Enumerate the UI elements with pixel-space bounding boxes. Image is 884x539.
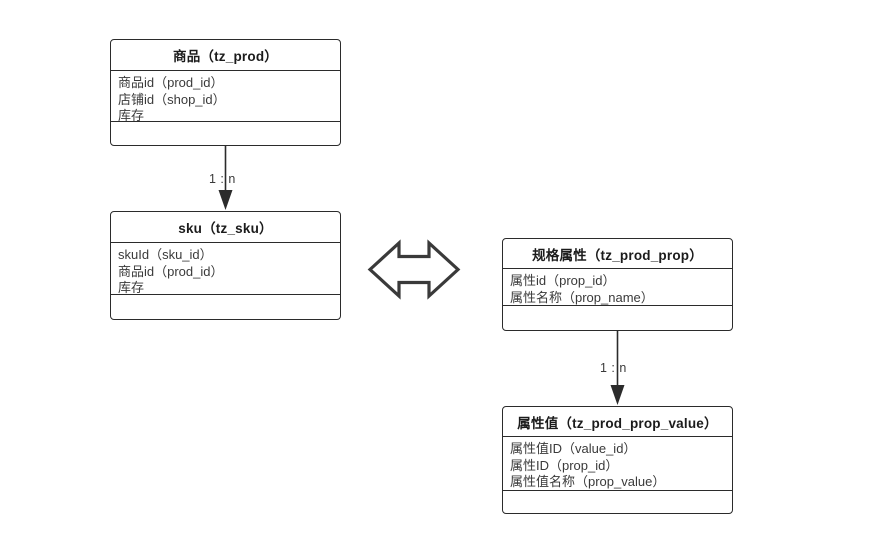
entity-title-tz-prod-prop: 规格属性（tz_prod_prop） [503,239,732,269]
entity-footer-tz-sku [111,295,340,319]
attribute-row: skuId（sku_id） [118,247,213,262]
entity-attributes-tz-sku: skuId（sku_id） 商品id（prod_id） 库存 [111,243,340,295]
connector-prop-to-value [610,331,625,405]
attribute-row: 属性id（prop_id） [510,273,616,288]
entity-tz-prod-prop-value[interactable]: 属性值（tz_prod_prop_value） 属性值ID（value_id） … [502,406,733,514]
entity-footer-tz-prod [111,122,340,145]
attribute-row: 库存 [118,280,145,295]
attribute-row: 属性ID（prop_id） [510,457,619,473]
connector-prod-to-sku [218,146,233,210]
entity-title-tz-prod: 商品（tz_prod） [111,40,340,71]
attribute-row: 商品id（prod_id） [118,75,224,90]
attribute-row: 店铺id（shop_id） [118,91,226,107]
entity-tz-prod[interactable]: 商品（tz_prod） 商品id（prod_id） 店铺id（shop_id） … [110,39,341,146]
entity-footer-tz-prod-prop [503,306,732,330]
relationship-label-prop-to-value: 1 : n [600,361,627,375]
attribute-row: 属性值ID（value_id） [510,441,637,456]
entity-tz-sku[interactable]: sku（tz_sku） skuId（sku_id） 商品id（prod_id） … [110,211,341,320]
attribute-row: 属性值名称（prop_value） [510,474,666,489]
entity-footer-tz-prod-prop-value [503,491,732,513]
entity-tz-prod-prop[interactable]: 规格属性（tz_prod_prop） 属性id（prop_id） 属性名称（pr… [502,238,733,331]
entity-attributes-tz-prod-prop: 属性id（prop_id） 属性名称（prop_name） [503,269,732,306]
entity-title-tz-sku: sku（tz_sku） [111,212,340,243]
entity-title-tz-prod-prop-value: 属性值（tz_prod_prop_value） [503,407,732,437]
entity-attributes-tz-prod: 商品id（prod_id） 店铺id（shop_id） 库存 [111,71,340,123]
attribute-row: 属性名称（prop_name） [510,289,654,305]
attribute-row: 库存 [118,108,145,123]
entity-attributes-tz-prod-prop-value: 属性值ID（value_id） 属性ID（prop_id） 属性值名称（prop… [503,437,732,491]
double-headed-arrow-icon [367,239,461,300]
relationship-label-prod-to-sku: 1 : n [209,172,236,186]
attribute-row: 商品id（prod_id） [118,263,224,279]
